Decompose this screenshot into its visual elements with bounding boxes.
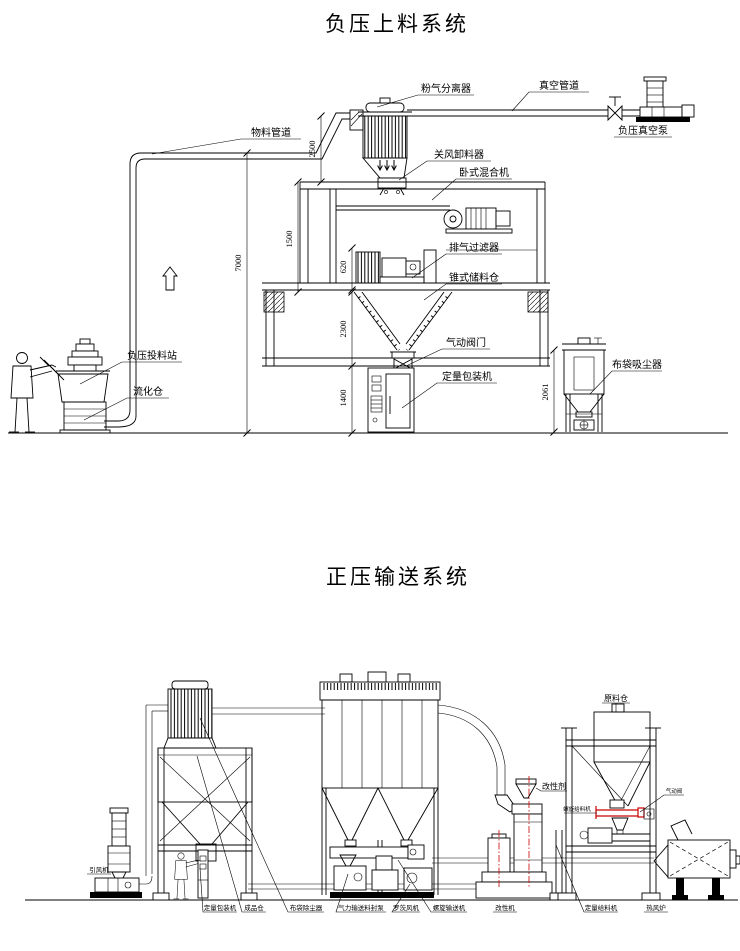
label-feed-station: 负压投料站 (127, 349, 177, 362)
label-pneumatic-valve: 气动阀门 (446, 336, 486, 349)
label-dust-collector: 布袋吸尘器 (612, 358, 662, 371)
feeding-station (39, 338, 111, 434)
top-labels: 粉气分离器 真空管道 负压真空泵 物料管道 关风卸料器 卧式混合机 排气过滤器 … (79, 79, 672, 421)
product-silo (152, 680, 258, 901)
svg-text:1400: 1400 (338, 390, 348, 407)
roots-blower-unit (400, 867, 434, 898)
svg-text:1500: 1500 (284, 231, 294, 248)
exhaust-filter-unit (355, 249, 437, 284)
induced-draft-fan (90, 807, 153, 898)
label-dosing-feeder: 定量给料机 (585, 903, 618, 912)
bottom-labels: 引风机 定量包装机 成品仓 布袋除尘器 气力输送料封泵 罗茨风机 螺旋输送机 改… (87, 693, 684, 913)
dimension-7000: 7000 (233, 149, 251, 437)
red-screw-feeder (595, 806, 655, 820)
label-fluid-bin: 流化仓 (133, 385, 163, 398)
baghouse (319, 671, 517, 895)
fan-riser-pipe (145, 704, 168, 876)
label-modifier-agent: 改性剂 (542, 781, 566, 791)
label-modifier-machine: 改性机 (495, 903, 515, 912)
dimension-1400: 1400 (338, 366, 356, 437)
label-material-pipe: 物料管道 (251, 126, 291, 139)
label-screw-conveyor: 螺旋输送机 (433, 903, 466, 912)
label-product-silo: 成品仓 (244, 903, 264, 912)
dimension-2500: 2500 (307, 112, 325, 186)
pipe-valve (607, 96, 640, 122)
svg-text:7000: 7000 (233, 255, 243, 272)
label-bag-filter: 布袋除尘器 (290, 903, 323, 912)
positive-pressure-conveying-system: 正压输送系统 (25, 565, 740, 913)
label-roots-blower: 罗茨风机 (393, 903, 420, 912)
label-hot-furnace: 热风炉 (646, 903, 666, 912)
label-screw-feeder: 螺旋给料机 (563, 805, 591, 813)
label-packer-2: 定量包装机 (204, 903, 237, 912)
dimension-1500: 1500 (284, 178, 302, 296)
label-conveying-pump: 气力输送料封泵 (338, 903, 384, 912)
dimension-2300: 2300 (338, 288, 356, 370)
vacuum-pump (636, 76, 695, 122)
label-raw-silo: 原料仓 (604, 693, 628, 703)
dimension-2061: 2061 (540, 346, 558, 436)
top-title: 负压上料系统 (325, 12, 469, 36)
raw-material-silo (549, 703, 661, 901)
label-exhaust-filter: 排气过滤器 (449, 241, 499, 254)
cone-storage-silo (353, 291, 453, 353)
label-small-valve: 气动阀 (666, 787, 683, 795)
bottom-title: 正压输送系统 (326, 565, 470, 589)
airlock-discharger (377, 177, 407, 196)
dimension-620: 620 (338, 244, 356, 294)
label-mixer: 卧式混合机 (459, 166, 509, 179)
svg-text:2061: 2061 (540, 384, 550, 401)
svg-text:2300: 2300 (338, 321, 348, 338)
label-draft-fan: 引风机 (89, 865, 109, 874)
modifier-machine (475, 776, 553, 899)
hot-air-furnace (653, 819, 740, 900)
label-separator: 粉气分离器 (421, 82, 471, 95)
label-packer: 定量包装机 (442, 370, 492, 383)
svg-text:620: 620 (338, 261, 348, 274)
support-frame (262, 282, 550, 367)
bagging-station (173, 849, 209, 900)
negative-pressure-feeding-system: 负压上料系统 (8, 12, 728, 437)
horizontal-mixer (299, 181, 546, 283)
label-cone-silo: 锥式储料仓 (449, 271, 499, 284)
vacuum-pipe (407, 109, 608, 117)
packing-machine (367, 367, 415, 433)
svg-text:2500: 2500 (307, 141, 317, 158)
label-airlock: 关风卸料器 (434, 148, 484, 161)
conveying-pipes (248, 857, 654, 890)
label-vacuum-pipe: 真空管道 (539, 79, 579, 92)
flow-up-arrow (162, 266, 178, 291)
pump-unit (370, 855, 400, 898)
conveying-pump-unit (330, 854, 370, 898)
bag-dust-collector (562, 337, 606, 432)
powder-gas-separator (358, 97, 412, 179)
label-vacuum-pump: 负压真空泵 (618, 124, 668, 137)
